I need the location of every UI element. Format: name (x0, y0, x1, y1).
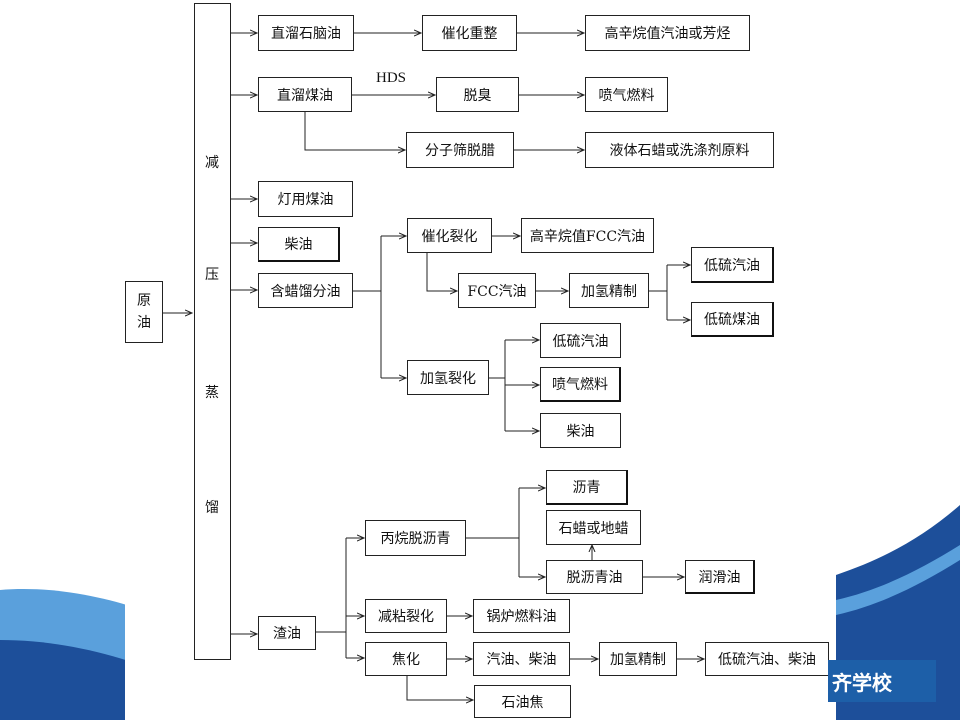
node-fcc-gasoline: FCC汽油 (458, 273, 536, 308)
column-char-3: 蒸 (205, 385, 219, 401)
school-name-text: 齐学校 (832, 670, 892, 695)
node-hydrorefining-1: 加氢精制 (569, 273, 649, 308)
node-diesel-1: 柴油 (258, 227, 340, 262)
node-petroleum-coke: 石油焦 (474, 685, 571, 718)
node-lubricating-oil: 润滑油 (685, 560, 755, 594)
node-residue: 渣油 (258, 616, 316, 650)
school-name-banner: 齐学校 (828, 660, 936, 702)
node-waxy-distillate: 含蜡馏分油 (258, 273, 353, 308)
node-crude-oil: 原 油 (125, 281, 163, 343)
node-deodorization: 脱臭 (436, 77, 519, 112)
node-molecular-sieve-dewaxing: 分子筛脱腊 (406, 132, 514, 168)
node-jet-fuel-2: 喷气燃料 (540, 367, 621, 402)
node-low-sulfur-gasoline-1: 低硫汽油 (691, 247, 774, 283)
node-catalytic-cracking: 催化裂化 (407, 218, 492, 253)
node-hydrocracking: 加氢裂化 (407, 360, 489, 395)
column-char-2: 压 (205, 267, 219, 283)
node-paraffin-or-ceresin: 石蜡或地蜡 (546, 510, 641, 545)
node-visbreaking: 减粘裂化 (365, 599, 447, 633)
node-propane-deasphalting: 丙烷脱沥青 (365, 520, 466, 556)
node-asphalt: 沥青 (546, 470, 628, 505)
node-gasoline-diesel: 汽油、柴油 (473, 642, 570, 676)
node-straight-run-kerosene: 直溜煤油 (258, 77, 352, 112)
node-lamp-kerosene: 灯用煤油 (258, 181, 353, 217)
column-char-4: 馏 (205, 500, 219, 516)
node-liquid-paraffin-detergent: 液体石蜡或洗涤剂原料 (585, 132, 774, 168)
node-catalytic-reforming: 催化重整 (422, 15, 517, 51)
column-char-1: 减 (205, 155, 219, 171)
node-diesel-2: 柴油 (540, 413, 621, 448)
hds-label: HDS (376, 70, 407, 86)
node-jet-fuel-1: 喷气燃料 (585, 77, 668, 112)
node-low-sulfur-kerosene: 低硫煤油 (691, 302, 774, 337)
node-high-octane-fcc-gasoline: 高辛烷值FCC汽油 (521, 218, 654, 253)
node-low-sulfur-gasoline-2: 低硫汽油 (540, 323, 621, 358)
node-gasoline-or-aromatics: 高辛烷值汽油或芳烃 (585, 15, 750, 51)
node-deasphalted-oil: 脱沥青油 (546, 560, 643, 594)
node-coking: 焦化 (365, 642, 447, 676)
node-boiler-fuel-oil: 锅炉燃料油 (473, 599, 570, 633)
node-low-sulfur-gasoline-diesel: 低硫汽油、柴油 (705, 642, 829, 676)
node-straight-run-naphtha: 直溜石脑油 (258, 15, 354, 51)
node-hydrorefining-2: 加氢精制 (599, 642, 677, 676)
vacuum-distillation-column: 减 压 蒸 馏 (194, 3, 231, 660)
node-crude-oil-label: 原 油 (137, 293, 151, 331)
